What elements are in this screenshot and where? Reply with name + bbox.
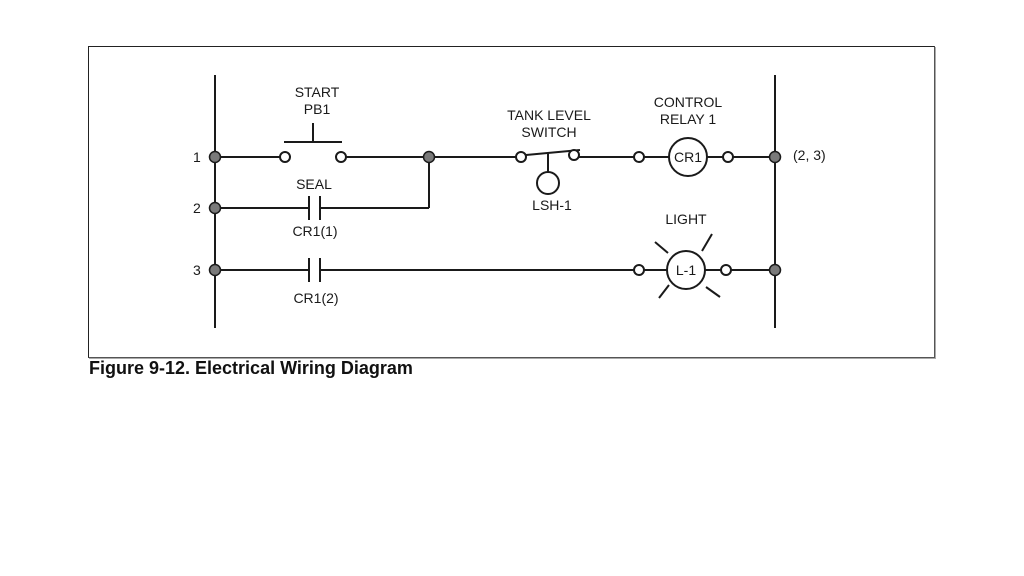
light-ray-upper-right [701, 233, 713, 252]
control-relay-label-line2: RELAY 1 [660, 111, 717, 127]
rung3-left-node [208, 263, 222, 277]
relay-coil-tag: CR1 [674, 149, 702, 165]
rung-number-1: 1 [193, 149, 201, 165]
rung1-right-node [768, 150, 782, 164]
cr1-terminal-right [722, 151, 734, 163]
seal-junction-node [422, 150, 436, 164]
light-tag: L-1 [676, 262, 696, 278]
rung1-cross-reference: (2, 3) [793, 147, 826, 163]
rung-number-2: 2 [193, 200, 201, 216]
light-ray-lower-right [705, 286, 721, 298]
control-relay-label-line1: CONTROL [654, 94, 723, 110]
light-ray-upper-left [654, 241, 669, 254]
start-pb-label-line2: PB1 [304, 101, 331, 117]
light-label: LIGHT [665, 211, 707, 227]
seal-label: SEAL [296, 176, 332, 192]
start-pb-label-line1: START [295, 84, 340, 100]
light-ray-lower-left [658, 284, 670, 299]
relay-coil-icon [668, 137, 708, 177]
rung1-left-node [208, 150, 222, 164]
l1-terminal-right [720, 264, 732, 276]
rung3-right-node [768, 263, 782, 277]
cr1-2-contact-label: CR1(2) [293, 290, 338, 306]
pb1-terminal-left [279, 151, 291, 163]
rung2-left-node [208, 201, 222, 215]
l1-terminal-left [633, 264, 645, 276]
lsh1-terminal-right [568, 149, 580, 161]
cr1-terminal-left [633, 151, 645, 163]
tank-switch-label-line2: SWITCH [521, 124, 576, 140]
tank-switch-tag: LSH-1 [532, 197, 572, 213]
lsh1-terminal-left [515, 151, 527, 163]
seal-contact-label: CR1(1) [292, 223, 337, 239]
tank-switch-label-line1: TANK LEVEL [507, 107, 591, 123]
rung-number-3: 3 [193, 262, 201, 278]
figure-caption: Figure 9-12. Electrical Wiring Diagram [89, 358, 413, 378]
float-icon [536, 171, 560, 195]
pilot-light-icon [666, 250, 706, 290]
pb1-terminal-right [335, 151, 347, 163]
figure-frame [88, 46, 935, 358]
